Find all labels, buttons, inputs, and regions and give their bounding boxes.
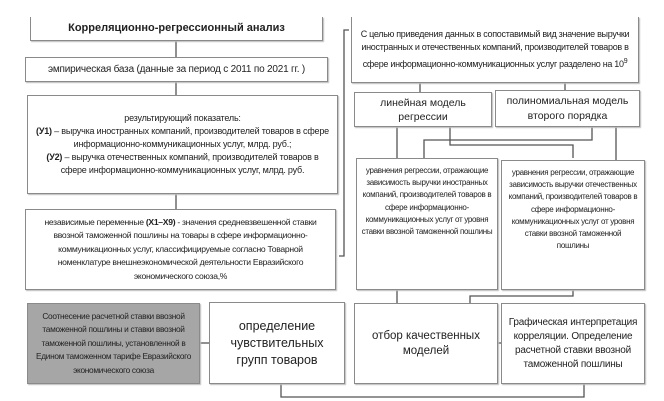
independent-variables-box: независимые переменные (Х1–Х9) - значени…	[25, 209, 336, 290]
normalization-text: С целью приведения данных в сопоставимый…	[360, 28, 630, 69]
connector-eq2-otbor	[469, 290, 574, 303]
connector-linear-eq2	[449, 127, 574, 158]
empirical-base: эмпирическая база (данные за период с 20…	[47, 64, 306, 75]
y1-label: (У1)	[36, 126, 52, 136]
poly-model-box: полиномиальная модель второго порядка	[495, 90, 640, 127]
comparison: Соотнесение расчетной ставки ввозной там…	[35, 310, 192, 375]
independent-text: - значения средневзвешенной ставки ввозн…	[53, 216, 317, 281]
independent-prefix: независимые переменные	[44, 216, 146, 227]
quality-selection-box: отбор качественных моделей	[354, 303, 498, 384]
normalization-box: С целью приведения данных в сопоставимый…	[351, 17, 639, 83]
y2-text: – выручка отечественных компаний, произв…	[60, 152, 319, 175]
title-box: Корреляционно-регрессионный анализ	[30, 17, 323, 41]
sensitive-groups: определение чувствительных групп товаров	[230, 318, 324, 367]
connector-poly-eq1	[423, 127, 593, 158]
result-indicator-box: результирующий показатель: (У1) – выручк…	[27, 95, 338, 194]
quality-selection: отбор качественных моделей	[372, 329, 480, 357]
eq-foreign-box: уравнения регрессии, отражающие зависимо…	[356, 158, 498, 290]
linear-model-box: линейная модель регрессии	[354, 92, 492, 127]
connector-bottom	[280, 384, 585, 398]
graphic: Графическая интерпретация корреляции. Оп…	[508, 316, 638, 370]
result-heading: результирующий показатель:	[124, 113, 241, 123]
comparison-box: Соотнесение расчетной ставки ввозной там…	[27, 303, 200, 384]
y2-label: (У2)	[46, 152, 63, 162]
poly-model: полиномиальная модель второго порядка	[506, 94, 629, 122]
eq-domestic-box: уравнения регрессии, отражающие зависимо…	[501, 160, 645, 290]
empirical-base-box: эмпирическая база (данные за период с 20…	[25, 57, 328, 82]
independent-label: (Х1–Х9)	[145, 216, 176, 227]
graphic-box: Графическая интерпретация корреляции. Оп…	[501, 303, 645, 384]
eq-foreign: уравнения регрессии, отражающие зависимо…	[361, 166, 493, 237]
bracket-left	[339, 29, 349, 257]
y1-text: – выручка иностранных компаний, производ…	[51, 126, 329, 149]
eq-domestic: уравнения регрессии, отражающие зависимо…	[508, 168, 638, 251]
title: Корреляционно-регрессионный анализ	[68, 22, 285, 34]
linear-model: линейная модель регрессии	[380, 96, 466, 123]
sensitive-groups-box: определение чувствительных групп товаров	[209, 302, 345, 384]
normalization-exponent: 9	[623, 57, 628, 65]
